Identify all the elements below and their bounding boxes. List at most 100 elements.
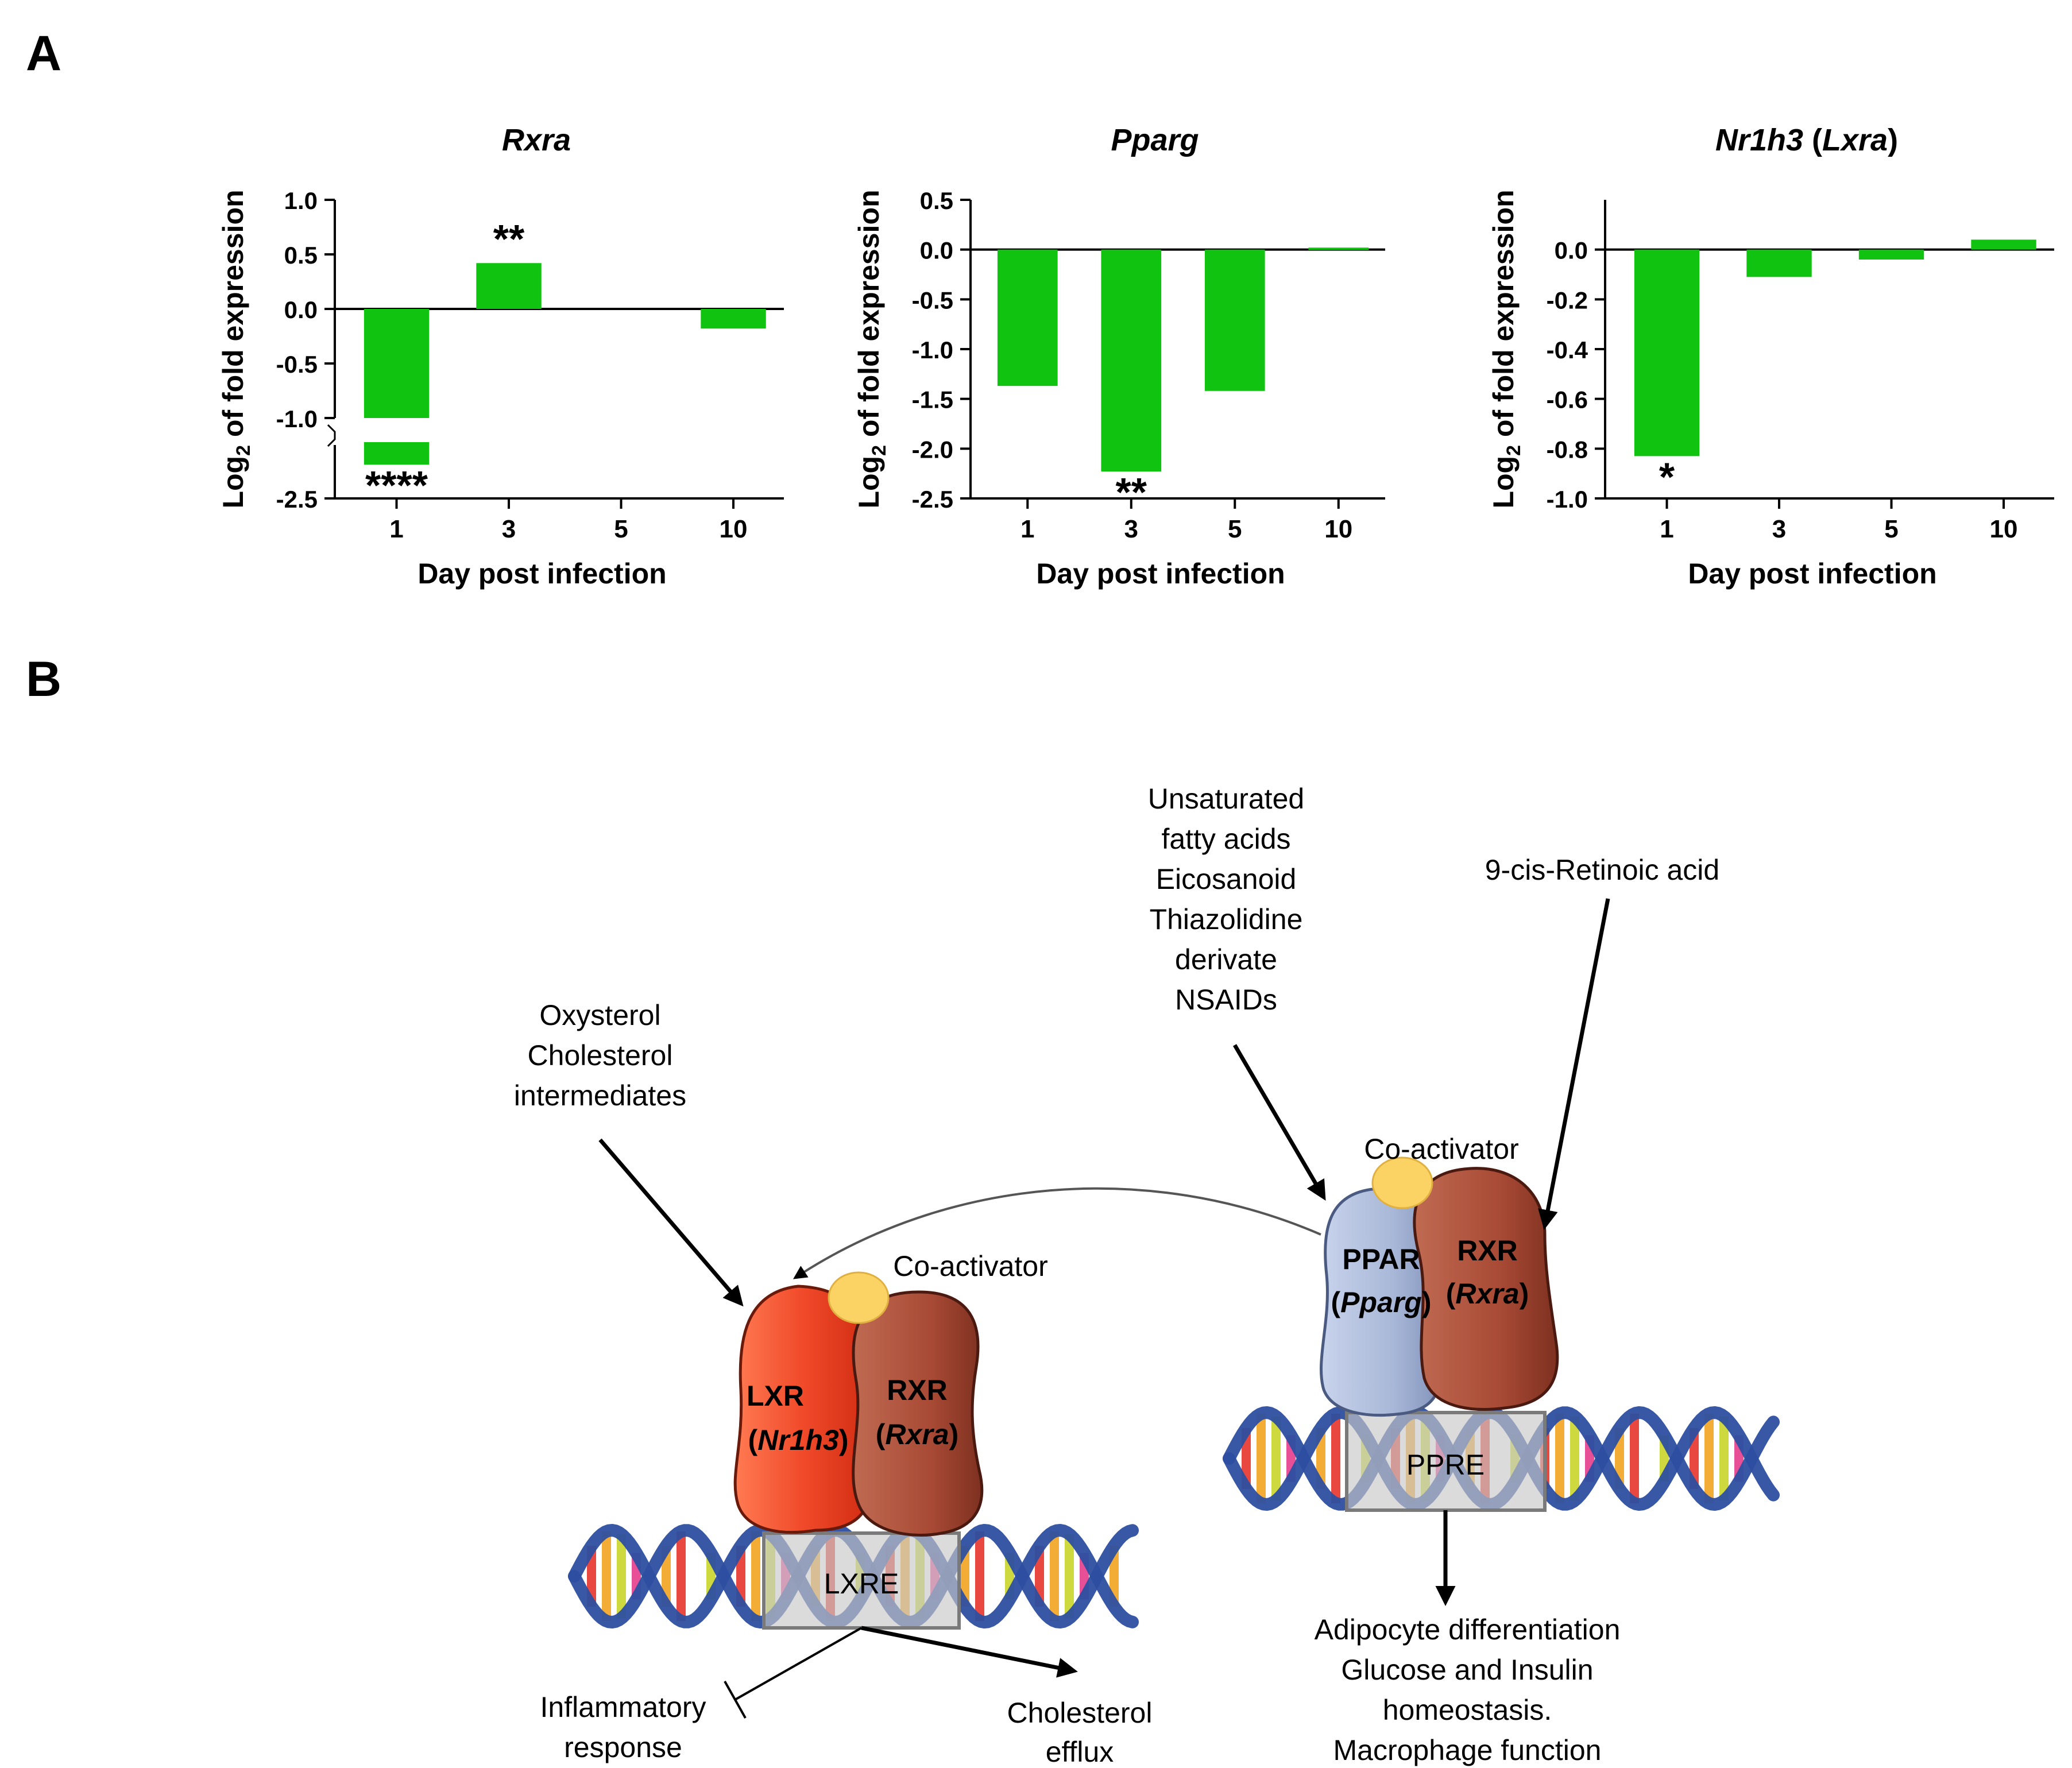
y-tick-label: 1.0 <box>284 187 318 214</box>
dna-base-pair <box>751 1531 760 1622</box>
ppar-ligand-1: Unsaturated <box>1148 783 1304 815</box>
x-tick-label: 1 <box>389 515 403 543</box>
x-tick-label: 1 <box>1660 515 1673 543</box>
bar <box>997 249 1058 386</box>
panel-a-label: A <box>26 26 61 81</box>
significance-label: * <box>1659 454 1675 499</box>
dna-base-pair <box>602 1531 611 1622</box>
lxr-ligand-1: Oxysterol <box>539 999 660 1031</box>
coactivator-right-label: Co-activator <box>1364 1133 1519 1165</box>
rxr-left-gene: Rxra <box>885 1418 949 1450</box>
dna-base-pair <box>975 1531 984 1622</box>
panel-b-label: B <box>26 652 61 707</box>
y-tick-label: -0.6 <box>1547 386 1588 413</box>
ppar-outcome-3: homeostasis. <box>1383 1694 1552 1726</box>
ppar-ligand-2: fatty acids <box>1161 823 1290 855</box>
y-tick-label: -0.8 <box>1547 436 1588 463</box>
bar <box>1971 239 2036 250</box>
rxr-right-gene-label: (Rxra) <box>1446 1278 1529 1310</box>
y-tick-label: -0.4 <box>1547 336 1588 363</box>
y-tick-label: 0.0 <box>920 237 953 264</box>
significance-label: ** <box>493 216 525 261</box>
x-tick-label: 5 <box>1228 515 1242 543</box>
efflux-line-2: efflux <box>1046 1736 1114 1768</box>
lxr-ligands: Oxysterol Cholesterol intermediates <box>514 999 686 1112</box>
dna-base-pair <box>1719 1416 1729 1501</box>
bar <box>1308 247 1369 250</box>
rxr-left-name: RXR <box>887 1374 948 1406</box>
y-tick-label: -0.2 <box>1547 287 1588 314</box>
chart-title: Pparg <box>1111 123 1199 157</box>
ppar-outcome-2: Glucose and Insulin <box>1341 1654 1593 1686</box>
dna-base-pair <box>677 1531 686 1622</box>
dna-base-pair <box>691 1534 701 1619</box>
dna-base-pair <box>1645 1416 1654 1501</box>
lxr-ligand-3: intermediates <box>514 1080 686 1112</box>
dna-base-pair <box>1704 1413 1714 1504</box>
rxr-right-gene: Rxra <box>1455 1278 1519 1310</box>
x-tick-label: 5 <box>1884 515 1898 543</box>
efflux-arrow <box>861 1626 1078 1678</box>
dna-base-pair <box>1630 1413 1639 1504</box>
bar <box>1634 249 1700 456</box>
dna-base-pair <box>1331 1413 1340 1504</box>
bar <box>476 263 542 309</box>
y-tick-label: -1.0 <box>276 405 318 432</box>
x-tick-label: 3 <box>502 515 516 543</box>
y-tick-label: -1.0 <box>912 336 953 363</box>
lxr-name: LXR <box>747 1380 804 1412</box>
x-axis-label: Day post infection <box>418 558 666 590</box>
bar <box>1101 249 1162 472</box>
x-axis-label: Day post infection <box>1036 558 1285 590</box>
lxr-ligand-2: Cholesterol <box>528 1039 673 1071</box>
ppar-ligand-3: Eicosanoid <box>1156 863 1297 895</box>
dna-base-pair <box>1271 1416 1281 1501</box>
bar <box>1858 249 1924 260</box>
x-tick-label: 1 <box>1020 515 1034 543</box>
bar <box>1204 249 1265 391</box>
dna-base-pair <box>1065 1534 1074 1619</box>
dna-base-pair <box>990 1534 999 1619</box>
y-tick-label: -0.5 <box>276 351 318 378</box>
inflammation-inhibition <box>735 1627 862 1701</box>
y-tick-label: -2.0 <box>912 436 953 463</box>
efflux-line-1: Cholesterol <box>1007 1697 1153 1729</box>
rxr-right-name: RXR <box>1457 1235 1518 1267</box>
y-tick-label: 0.0 <box>284 296 318 323</box>
ppar-gene: Pparg <box>1340 1286 1422 1318</box>
x-axis-label: Day post infection <box>1688 558 1936 590</box>
y-axis-label: Log2 of fold expression <box>1487 189 1525 508</box>
dna-base-pair <box>617 1534 626 1619</box>
ppar-ligand-6: NSAIDs <box>1175 984 1277 1016</box>
coactivator-left-label: Co-activator <box>893 1250 1048 1282</box>
y-axis-label: Log2 of fold expression <box>217 189 254 508</box>
lxre-label: LXRE <box>824 1568 899 1600</box>
significance-label: ** <box>1116 470 1147 514</box>
bar-lower-segment <box>364 442 430 465</box>
ppre-label: PPRE <box>1406 1449 1485 1481</box>
ppar-ligands: Unsaturated fatty acids Eicosanoid Thiaz… <box>1148 783 1304 1016</box>
y-axis-label: Log2 of fold expression <box>853 189 890 508</box>
y-tick-label: 0.5 <box>920 187 953 214</box>
ppar-outcome-4: Macrophage function <box>1333 1734 1602 1766</box>
x-tick-label: 10 <box>1324 515 1352 543</box>
y-tick-label: -1.0 <box>1547 486 1588 513</box>
x-tick-label: 3 <box>1772 515 1786 543</box>
y-tick-label: -0.5 <box>912 287 953 314</box>
inflammatory-text: Inflammatory response <box>540 1691 706 1763</box>
bar <box>1746 249 1812 277</box>
x-tick-label: 10 <box>1990 515 2018 543</box>
ppar-outcome-1: Adipocyte differentiation <box>1315 1614 1621 1646</box>
y-tick-label: -2.5 <box>912 486 953 513</box>
y-tick-label: 0.5 <box>284 242 318 269</box>
y-tick-label: -2.5 <box>276 486 318 513</box>
lxr-gene: Nr1h3 <box>757 1424 839 1456</box>
coactivator-left <box>828 1271 890 1324</box>
ppar-to-lxr-arrow <box>793 1187 1321 1279</box>
ppar-name: PPAR <box>1342 1243 1420 1275</box>
inhibition-bar <box>724 1681 747 1719</box>
